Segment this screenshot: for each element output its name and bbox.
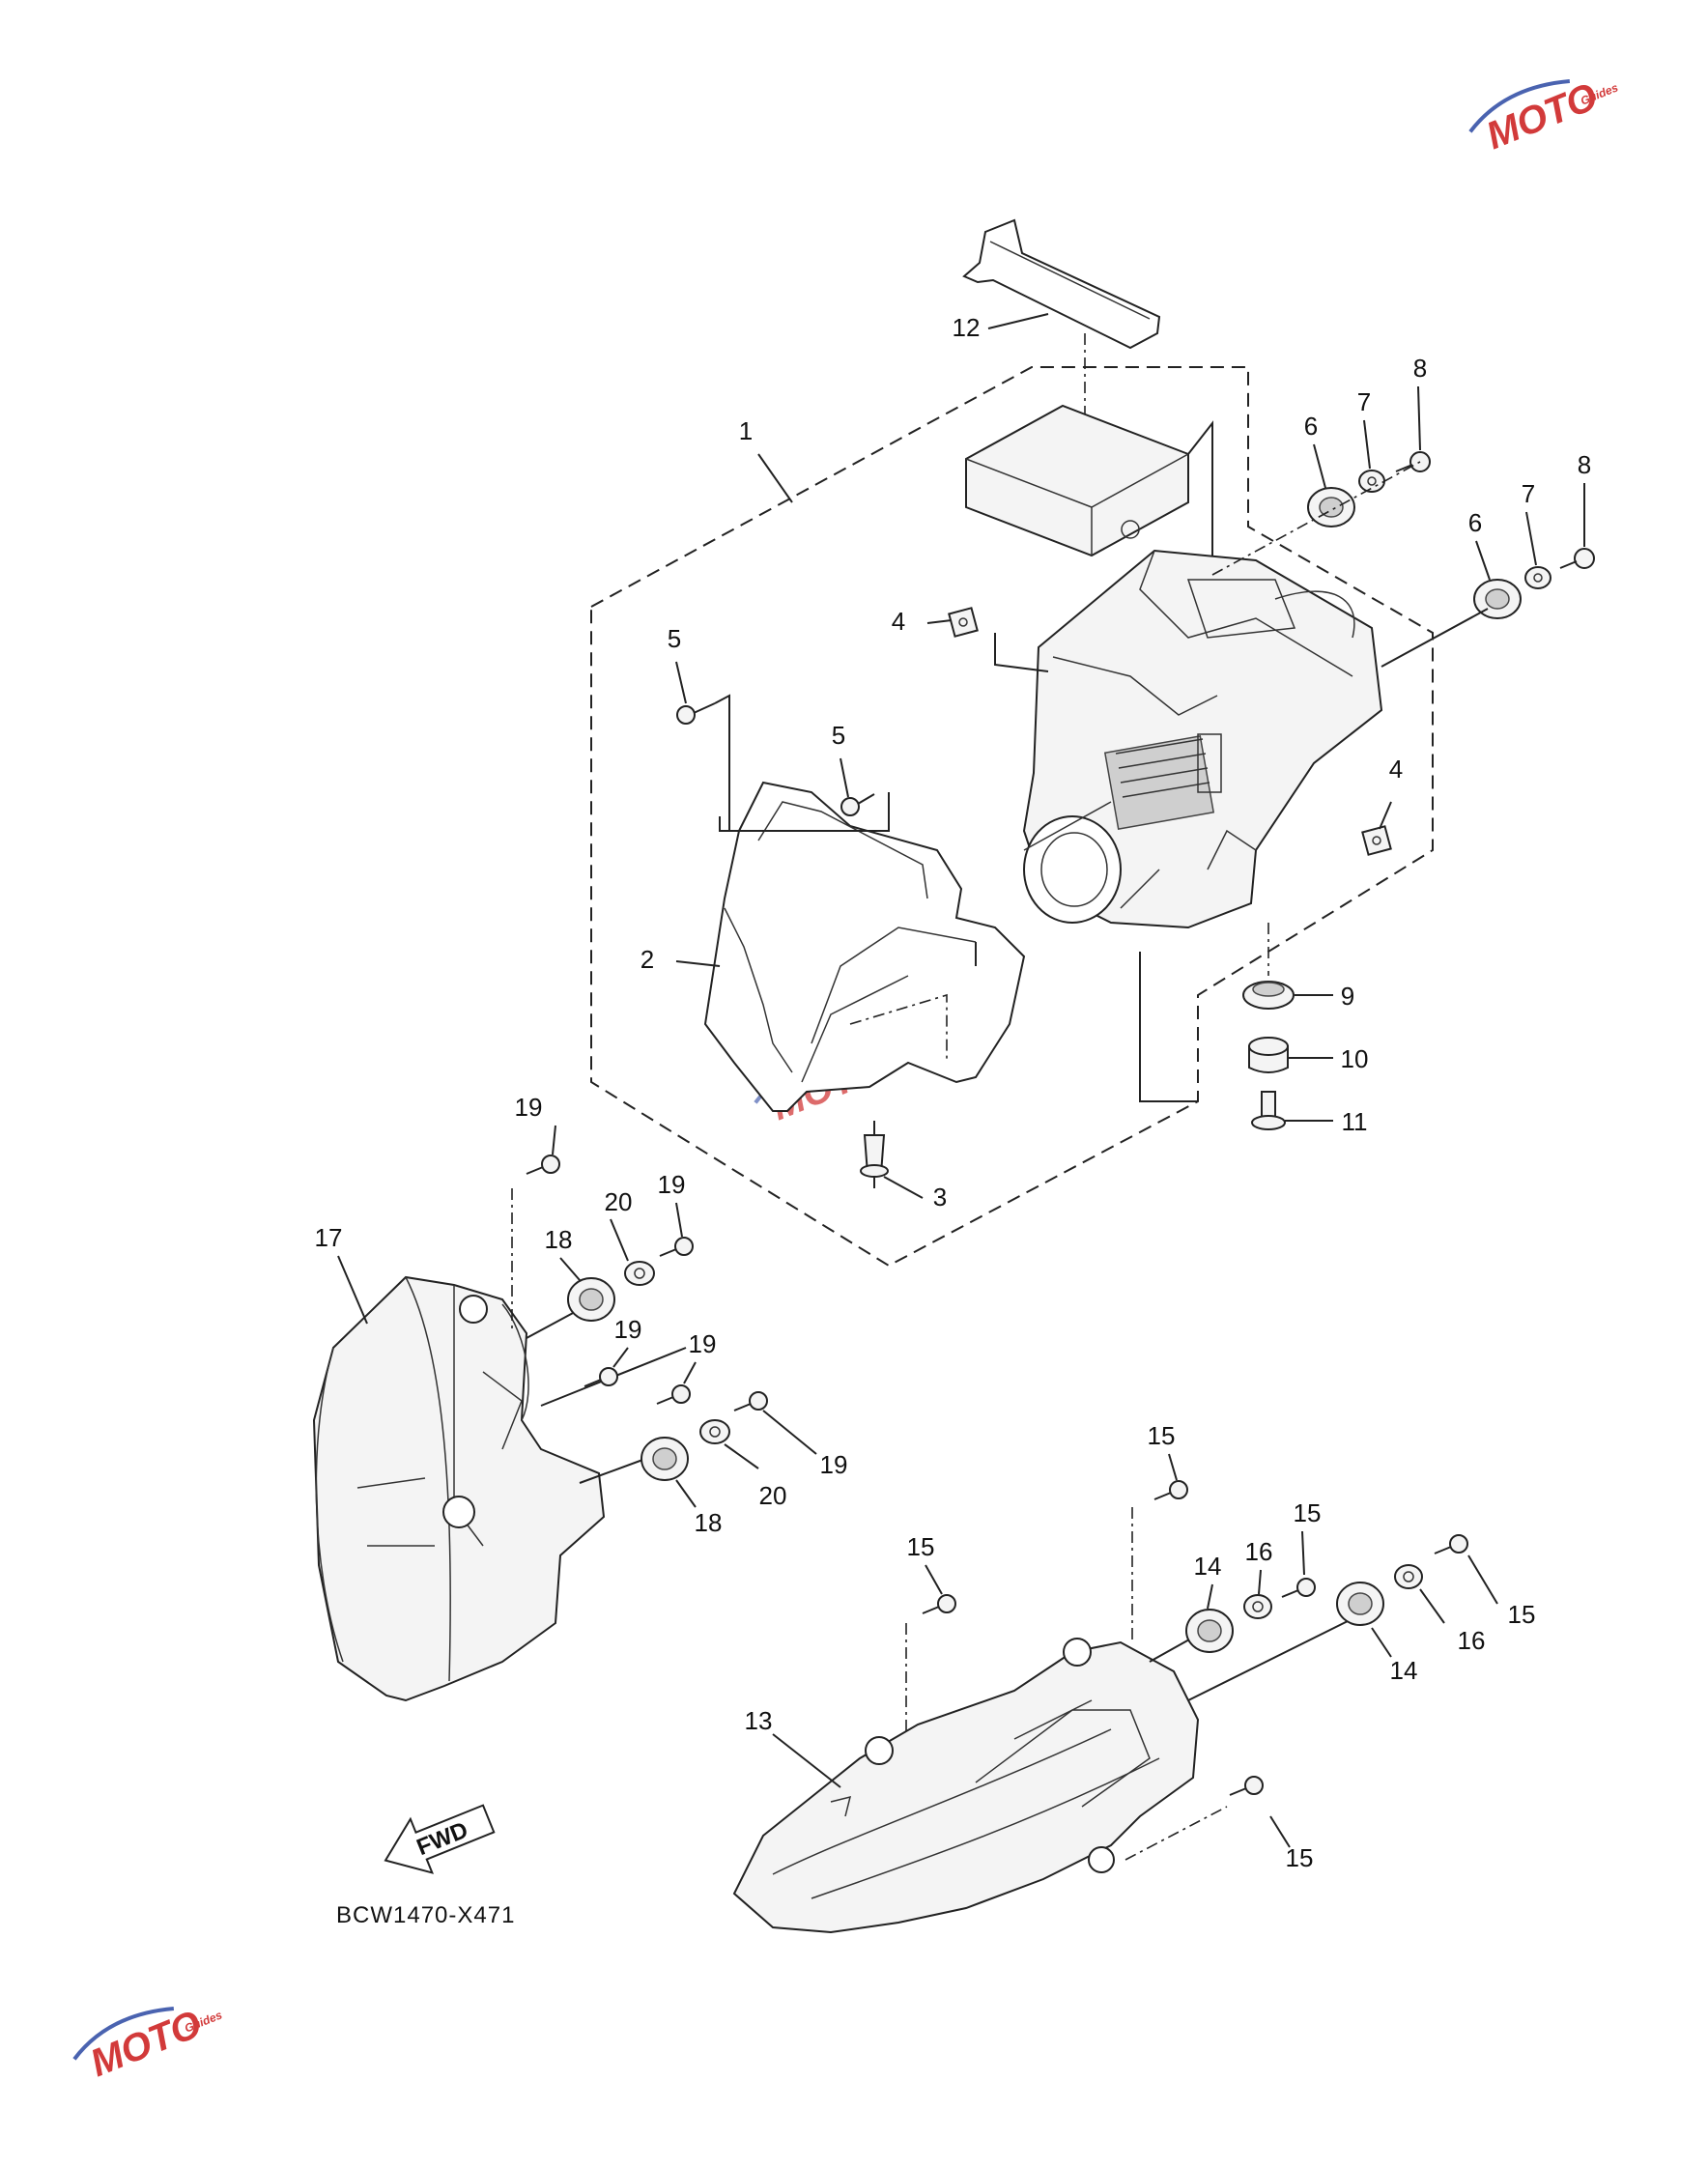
callout-19c: 19 (614, 1315, 642, 1344)
screw-19a (526, 1155, 560, 1175)
screw-19b (659, 1237, 694, 1257)
assembly-boundary (590, 366, 1434, 1268)
bolt-11 (1251, 1091, 1286, 1130)
part-17-headlight-housing (312, 1275, 606, 1702)
callout-7a: 7 (1357, 387, 1371, 416)
callout-18b: 18 (695, 1508, 723, 1537)
callout-12: 12 (953, 313, 981, 342)
callout-8a: 8 (1413, 354, 1427, 383)
callout-15e: 15 (1286, 1843, 1314, 1872)
callout-6b: 6 (1468, 508, 1482, 537)
projector-lens (1023, 801, 1160, 924)
callout-4b: 4 (1389, 755, 1403, 784)
washer-7a (1358, 470, 1385, 493)
callout-19a: 19 (515, 1093, 543, 1122)
screw-19c (584, 1367, 618, 1387)
washer-20a (624, 1261, 655, 1286)
screw-15c (1281, 1578, 1316, 1598)
callout-3: 3 (933, 1183, 947, 1212)
washer-16b (1394, 1564, 1423, 1589)
callout-5a: 5 (668, 624, 681, 653)
callout-1: 1 (739, 416, 753, 445)
headlight-projector-unit (1022, 549, 1383, 929)
ecu-module (965, 404, 1189, 557)
washer-20b (699, 1419, 730, 1444)
screw-19d (656, 1384, 691, 1405)
screw-15b (922, 1594, 956, 1614)
callout-19b: 19 (658, 1170, 686, 1199)
callout-19d: 19 (689, 1329, 717, 1358)
callout-10: 10 (1341, 1044, 1369, 1073)
diagram-code: BCW1470-X471 (336, 1902, 515, 1928)
washer-7b (1524, 566, 1551, 589)
part-2-cover (703, 781, 1026, 1112)
part-12-bracket (962, 218, 1161, 350)
screw-5b (840, 793, 875, 816)
callout-19e: 19 (820, 1450, 848, 1479)
part-13-position-light (732, 1638, 1200, 1934)
grommet-18b (640, 1437, 689, 1481)
grommet-14a (1185, 1609, 1234, 1653)
bolt-3 (860, 1134, 889, 1188)
callout-17: 17 (315, 1223, 343, 1252)
grommet-18a (567, 1277, 615, 1322)
bolt-8a (1395, 451, 1431, 472)
screw-15a (1153, 1480, 1188, 1500)
watermark-logo-top-right: MOTO Guides (1468, 75, 1620, 157)
callout-8b: 8 (1578, 450, 1591, 479)
callout-2: 2 (640, 945, 654, 974)
callout-15b: 15 (907, 1532, 935, 1561)
callout-15a: 15 (1148, 1421, 1176, 1450)
callout-13: 13 (745, 1706, 773, 1735)
callout-15c: 15 (1294, 1498, 1322, 1527)
collar-10 (1248, 1037, 1289, 1073)
grommet-14b (1336, 1582, 1384, 1626)
callout-20b: 20 (759, 1481, 787, 1510)
callout-7b: 7 (1522, 479, 1535, 508)
screw-19e (733, 1391, 768, 1411)
screw-15e (1229, 1776, 1264, 1796)
watermark-logo-bottom-left: MOTO Guides (72, 2003, 224, 2085)
callout-4a: 4 (892, 607, 905, 636)
callout-11: 11 (1342, 1107, 1368, 1136)
callout-9: 9 (1341, 982, 1354, 1011)
callout-16b: 16 (1458, 1626, 1486, 1655)
bolt-8b (1559, 548, 1595, 569)
screw-15d (1434, 1534, 1468, 1554)
callout-20a: 20 (605, 1187, 633, 1216)
washer-16a (1243, 1594, 1272, 1619)
callout-14b: 14 (1390, 1656, 1418, 1685)
grommet-9 (1242, 981, 1295, 1010)
nut-4b (1361, 825, 1392, 856)
callout-14a: 14 (1194, 1552, 1222, 1581)
callout-5b: 5 (832, 721, 845, 750)
callout-15d: 15 (1508, 1600, 1536, 1629)
screw-5a (676, 702, 716, 725)
grommet-6a (1307, 487, 1355, 527)
callout-18a: 18 (545, 1225, 573, 1254)
callout-16a: 16 (1245, 1537, 1273, 1566)
fwd-arrow: FWD (384, 1804, 496, 1874)
leader-lines (337, 313, 1585, 1848)
nut-4a (948, 607, 979, 638)
callout-6a: 6 (1304, 412, 1318, 441)
